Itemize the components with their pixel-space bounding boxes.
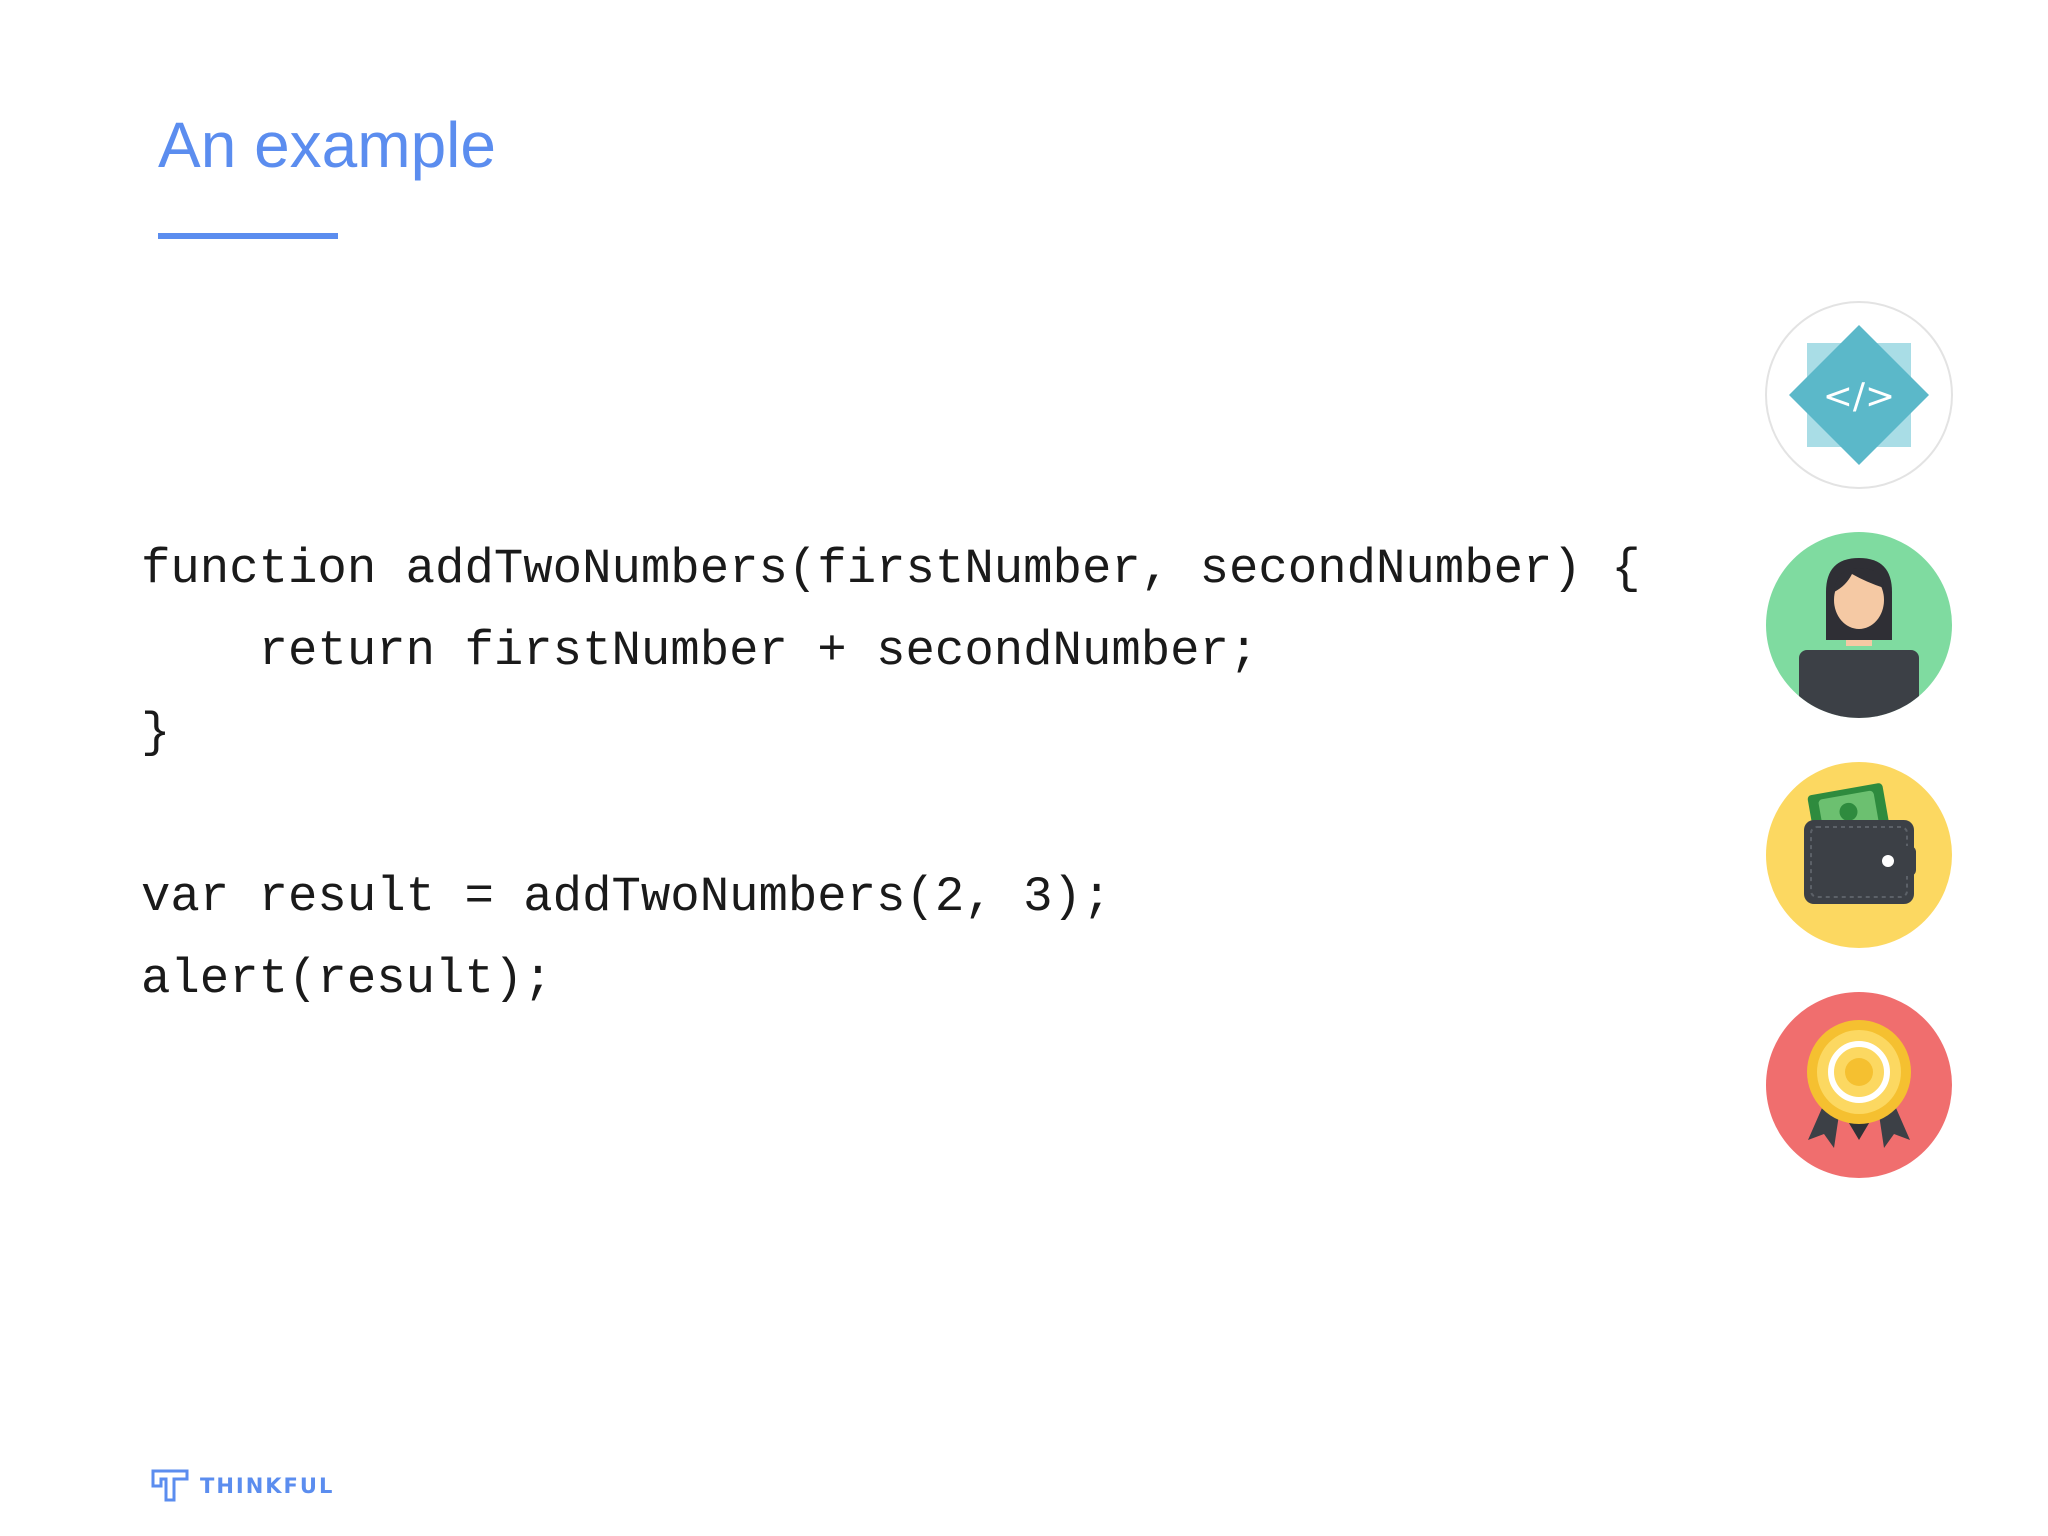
wallet-icon [1764, 760, 1954, 950]
brand-name: THINKFUL [200, 1474, 335, 1498]
code-icon: </> [1764, 300, 1954, 490]
award-icon [1764, 990, 1954, 1180]
title-underline [158, 233, 338, 239]
thinkful-logo-icon [151, 1469, 189, 1502]
code-line: var result = addTwoNumbers(2, 3); [141, 869, 1112, 925]
code-line: } [141, 705, 171, 761]
developer-icon [1764, 530, 1954, 720]
thinkful-logo: THINKFUL [150, 1466, 334, 1506]
svg-text:</>: </> [1823, 376, 1895, 417]
code-line [141, 774, 1641, 856]
code-line: return firstNumber + secondNumber; [141, 623, 1259, 679]
code-block: function addTwoNumbers(firstNumber, seco… [141, 528, 1641, 1020]
code-line: alert(result); [141, 951, 553, 1007]
slide-title: An example [158, 109, 496, 181]
code-line: function addTwoNumbers(firstNumber, seco… [141, 541, 1641, 597]
